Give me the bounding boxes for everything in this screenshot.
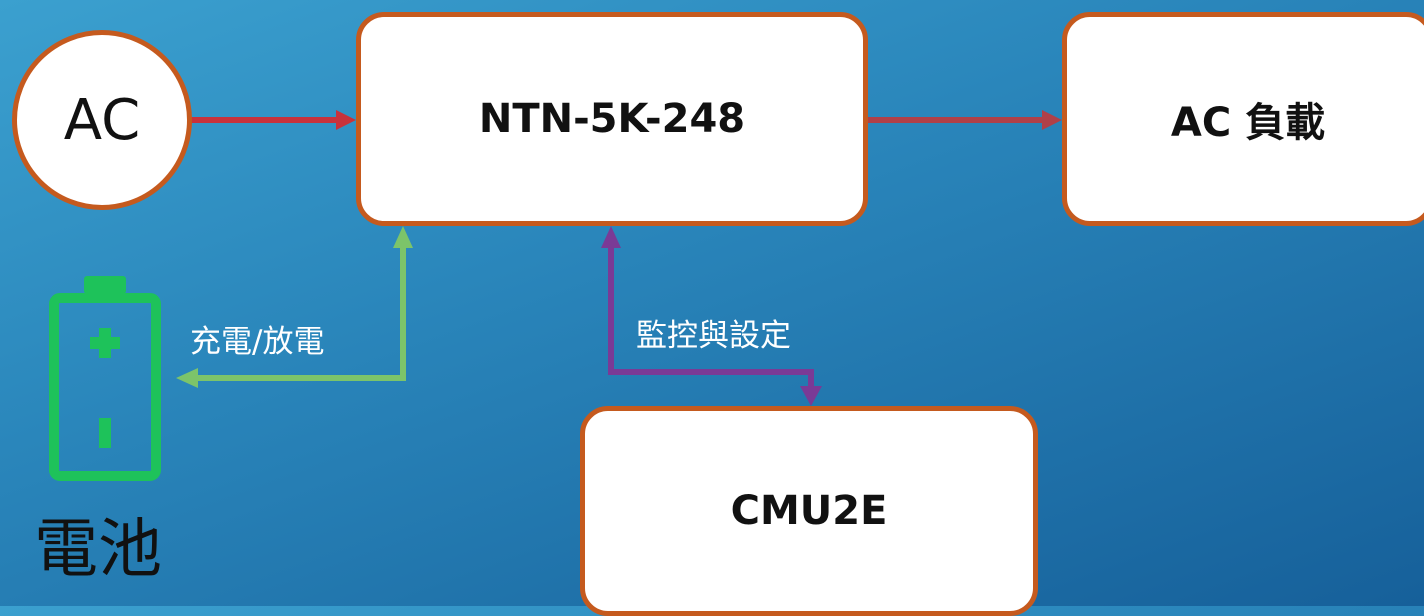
monitor-config-label: 監控與設定: [636, 318, 791, 354]
battery-icon: [49, 276, 161, 481]
controller-label: CMU2E: [730, 488, 888, 534]
monitor-config-arrow: [601, 226, 822, 406]
controller-node: CMU2E: [580, 406, 1038, 616]
battery-label: 電池: [34, 513, 162, 587]
ac-load-node: AC 負載: [1062, 12, 1424, 226]
charge-discharge-label: 充電/放電: [190, 324, 325, 360]
minus-icon: [99, 418, 111, 448]
charge-discharge-arrow: [176, 226, 413, 388]
ups-label: NTN-5K-248: [478, 96, 746, 142]
ac-output-arrow: [868, 110, 1062, 130]
plus-icon: [90, 328, 120, 358]
ups-node: NTN-5K-248: [356, 12, 868, 226]
ac-source-label: AC: [63, 87, 141, 153]
ac-source-node: AC: [12, 30, 192, 210]
ac-input-arrow: [190, 110, 356, 130]
ac-load-label: AC 負載: [1170, 100, 1326, 146]
